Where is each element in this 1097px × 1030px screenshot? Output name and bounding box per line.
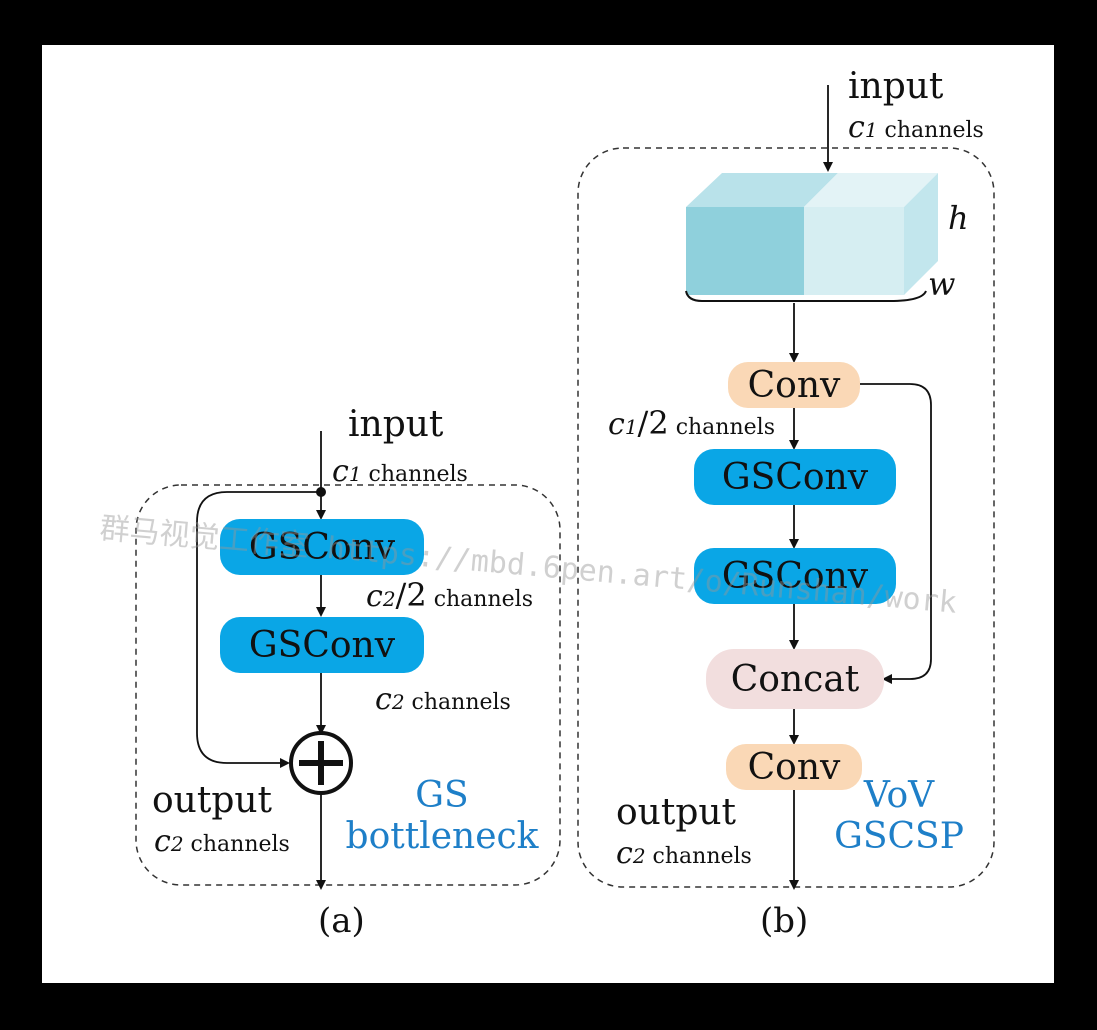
- gs-bottleneck-title: GS bottleneck: [345, 775, 539, 858]
- a-gsconv-block-1: GSConv: [220, 519, 424, 575]
- a-block-out-channels: c2 channels: [375, 682, 511, 717]
- vov-gscsp-frame: [577, 147, 995, 888]
- diagram-canvas: input c1 channels GSConv c2/2 channels G…: [42, 45, 1054, 983]
- a-input-label: input: [348, 404, 444, 445]
- b-input-label: input: [848, 66, 944, 107]
- vov-gscsp-title: VoV GSCSP: [834, 775, 964, 858]
- b-output-label: output: [616, 792, 737, 833]
- dim-h-label: h: [948, 199, 969, 237]
- a-gsconv-block-2: GSConv: [220, 617, 424, 673]
- a-shortcut-path: [196, 491, 321, 768]
- a-output-channels: c2 channels: [154, 824, 290, 859]
- b-conv-block-2: Conv: [726, 744, 862, 790]
- b-concat-block: Concat: [706, 649, 884, 709]
- b-gsconv-block-1: GSConv: [694, 449, 896, 505]
- feature-map-cube: [685, 173, 938, 302]
- gs-bottleneck-frame: [135, 484, 561, 886]
- dim-w-label: w: [928, 265, 956, 303]
- caption-b: (b): [760, 901, 809, 941]
- b-gsconv-block-2: GSConv: [694, 548, 896, 604]
- a-output-label: output: [152, 780, 273, 821]
- caption-a: (a): [318, 901, 365, 941]
- b-mid-channels: c1/2 channels: [608, 404, 775, 442]
- add-operator-icon: [289, 731, 353, 795]
- a-input-channels: c1 channels: [332, 454, 468, 489]
- b-conv-skip-path: [860, 383, 932, 684]
- connector-layer: [135, 85, 995, 890]
- b-input-channels: c1 channels: [848, 110, 984, 145]
- a-mid-channels: c2/2 channels: [366, 576, 533, 614]
- b-conv-block-1: Conv: [728, 362, 860, 408]
- b-output-channels: c2 channels: [616, 836, 752, 871]
